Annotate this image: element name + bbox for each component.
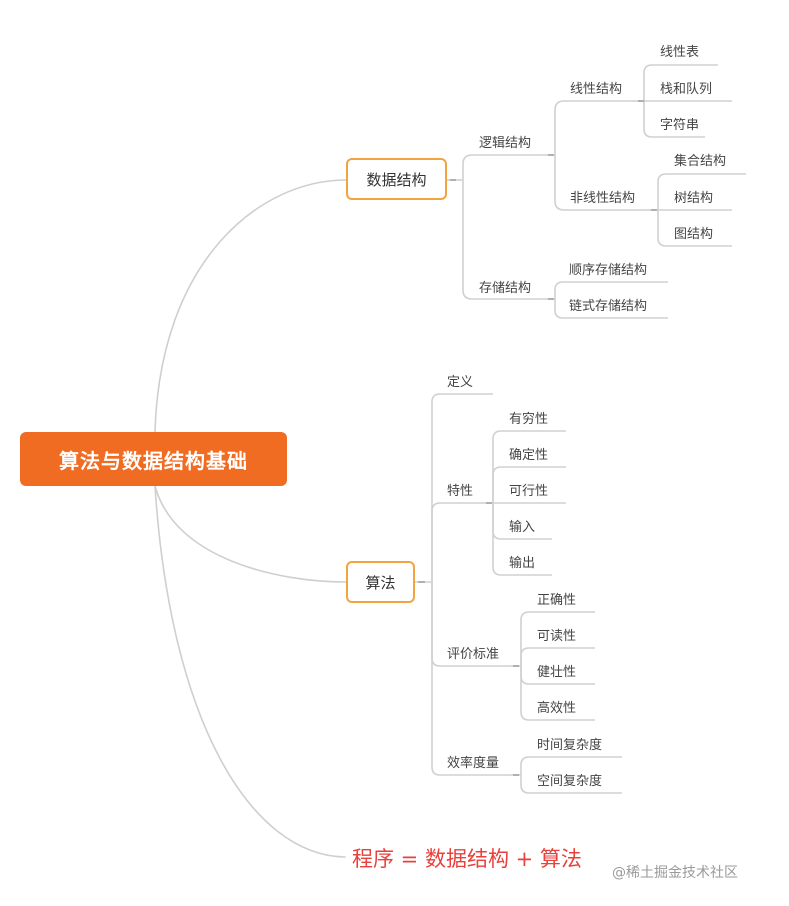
leaf-output[interactable]: 输出 [509,556,536,571]
root-node[interactable]: 算法与数据结构基础 [20,432,287,486]
leaf-robustness[interactable]: 健壮性 [537,665,577,680]
leaf-set-structure[interactable]: 集合结构 [674,154,727,169]
leaf-linked-storage[interactable]: 链式存储结构 [569,299,648,314]
node-definition[interactable]: 定义 [447,375,474,390]
leaf-sequential-storage[interactable]: 顺序存储结构 [569,263,648,278]
node-evaluation-criteria[interactable]: 评价标准 [447,647,500,662]
leaf-definiteness[interactable]: 确定性 [509,448,549,463]
leaf-stack-queue[interactable]: 栈和队列 [660,82,713,97]
node-characteristics[interactable]: 特性 [447,484,474,499]
leaf-space-complexity[interactable]: 空间复杂度 [537,774,603,789]
leaf-readability[interactable]: 可读性 [537,629,577,644]
watermark: @稀土掘金技术社区 [612,865,738,881]
leaf-efficiency[interactable]: 高效性 [537,701,577,716]
node-nonlinear-structure[interactable]: 非线性结构 [570,191,636,206]
leaf-linear-list[interactable]: 线性表 [660,45,700,60]
leaf-finiteness[interactable]: 有穷性 [509,412,549,427]
formula-text: 程序 = 数据结构 + 算法 [352,847,582,871]
leaf-tree-structure[interactable]: 树结构 [674,191,714,206]
node-linear-structure[interactable]: 线性结构 [570,82,623,97]
node-data-structure[interactable]: 数据结构 [346,158,447,200]
leaf-input[interactable]: 输入 [509,520,536,535]
node-logical-structure[interactable]: 逻辑结构 [479,136,532,151]
leaf-correctness[interactable]: 正确性 [537,593,577,608]
connector-root-algorithm [154,485,347,583]
leaf-feasibility[interactable]: 可行性 [509,484,549,499]
node-efficiency-measure[interactable]: 效率度量 [447,756,500,771]
connector-root-formula [154,485,346,858]
leaf-graph-structure[interactable]: 图结构 [674,227,714,242]
node-algorithm[interactable]: 算法 [346,561,415,603]
node-storage-structure[interactable]: 存储结构 [479,281,532,296]
leaf-time-complexity[interactable]: 时间复杂度 [537,738,603,753]
leaf-string[interactable]: 字符串 [660,118,700,133]
connector-root-data-structure [154,179,347,433]
